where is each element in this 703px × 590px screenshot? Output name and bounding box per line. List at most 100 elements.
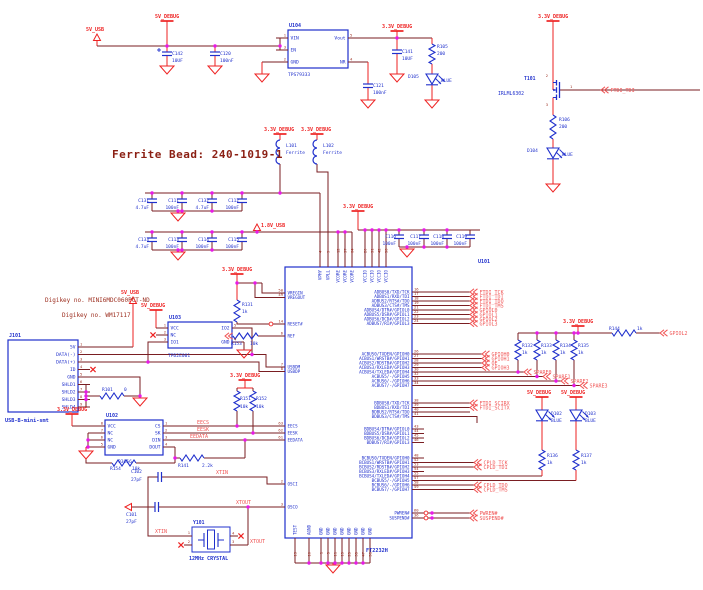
net-label: CPLD_TDI: [484, 465, 508, 471]
pin-name: BDBUS6/DCD#/GPIOL2: [364, 436, 410, 441]
pin-name: VCC: [108, 424, 117, 430]
text-label: 1k: [522, 350, 528, 356]
resistor-R137: [571, 449, 581, 471]
led-D104: [546, 147, 566, 160]
wire: [424, 416, 478, 423]
capacitor-C132: [207, 198, 217, 204]
text-label: L101: [286, 143, 297, 149]
text-label: C132: [198, 198, 209, 204]
junction-dot: [445, 228, 449, 232]
pin-name: ACBUS1/WRSTB#/GPIOH1: [359, 356, 410, 361]
ground-symbol: [169, 212, 187, 222]
resistor-R106: [549, 114, 557, 140]
text-label: R131: [242, 302, 253, 308]
resistor-R144: [611, 329, 637, 337]
net-label: CPLD_TMS: [484, 487, 508, 493]
pin-name: BDBUS7/RI#/GPIOL3: [367, 440, 410, 445]
pin-name: BCBUS3/RXLED#/GPIOH3: [359, 469, 410, 474]
net-chevron: [469, 514, 478, 522]
text-label: BLUE: [585, 418, 596, 424]
text-label: C142: [172, 51, 183, 57]
pin-name: SHLD3: [62, 397, 76, 403]
wire: [85, 459, 112, 464]
text-label: R132: [522, 343, 533, 349]
pin-name: ACBUS2/RDSTB#/GPIOH2: [359, 361, 410, 366]
pin-name: ID: [70, 367, 76, 373]
text-label: 2.2k: [202, 463, 213, 469]
text-label: 5V_USB: [86, 27, 104, 33]
ic-body: [104, 419, 164, 456]
pin-name: BCBUS2/RDSTB#/GPIOH2: [359, 465, 410, 470]
junction-dot: [180, 248, 184, 252]
power-arrow: [128, 295, 138, 304]
net-chevron: [473, 463, 482, 471]
noconnect-x: [89, 366, 97, 373]
text-label: R136: [547, 453, 558, 459]
pin-number: 5: [350, 33, 352, 38]
net-chevron: [481, 363, 490, 372]
junction-dot: [150, 191, 154, 195]
pin-number: 61: [278, 435, 283, 440]
pin-number: 4: [165, 442, 168, 447]
text-label: C116: [385, 234, 396, 240]
ic-ref-label: J101: [9, 333, 21, 339]
junction-dot: [377, 228, 381, 232]
pin-name: SHLD2: [62, 390, 76, 396]
pin-name: VPHY: [318, 270, 323, 281]
text-label: 1k: [637, 326, 643, 332]
text-label: 2: [188, 539, 190, 544]
pin-number: 35: [354, 552, 359, 557]
ic-body: [167, 321, 233, 349]
pin-name: BCBUS7/-/GPIOH7: [372, 487, 410, 492]
resistor-R152: [248, 390, 258, 412]
ground-symbol: [388, 73, 406, 83]
pin-number: 3: [281, 502, 283, 507]
pin-number: 23: [414, 314, 419, 319]
net-chevron: [560, 377, 569, 385]
junction-dot: [554, 331, 558, 335]
junction-dot: [165, 44, 169, 48]
junction-dot: [361, 561, 365, 565]
pin-name: GND: [221, 340, 230, 346]
text-label: 4.7uF: [135, 205, 149, 211]
pin-number: 15: [340, 552, 345, 557]
pin-number: 1: [165, 421, 168, 426]
pin-name: DATA(+): [56, 360, 75, 366]
net-chevron: [469, 509, 478, 517]
pin-name: ACBUS4/TXLED#/GPIOH4: [359, 370, 410, 375]
text-label: XTIN: [216, 470, 228, 476]
ground-symbol: [77, 450, 95, 460]
pin-name: VCORE: [343, 270, 348, 283]
text-label: C112: [228, 198, 239, 204]
pin-number: 32: [414, 371, 419, 376]
net-label: FTDI_SCITX: [480, 405, 510, 411]
wire: [244, 327, 253, 355]
ground-symbol: [235, 349, 253, 359]
text-label: 3.3V_DEBUG: [230, 373, 260, 379]
text-label: C131: [138, 198, 149, 204]
pin-number: 4: [350, 57, 353, 62]
junction-dot: [333, 561, 337, 565]
pin-name: BCBUS5/-/GPIOH5: [372, 478, 410, 483]
ic-body: [7, 339, 79, 413]
net-label: SPARE0: [534, 370, 552, 376]
ground-symbol: [398, 248, 416, 258]
wire: [147, 341, 156, 362]
text-label: 100nF: [373, 90, 387, 96]
pin-number: 20: [363, 248, 368, 253]
ic-U102: [93, 419, 175, 456]
pin-name: GND: [340, 527, 345, 535]
text-label: 3.3V_DEBUG: [538, 14, 568, 20]
text-label: R101: [102, 387, 113, 393]
led-triangle: [569, 409, 583, 422]
ic-part-label: TPD2E001: [168, 353, 190, 359]
pin-number: 11: [333, 551, 338, 556]
net-label: PWREN#: [480, 511, 498, 517]
text-label: C114: [198, 237, 209, 243]
text-label: Y101: [193, 520, 205, 526]
text-label: D103: [585, 411, 596, 417]
pin-name: BDBUS3/CTS#/TMS: [372, 414, 410, 419]
text-label: 100nF: [430, 241, 444, 247]
net-chevron: [523, 368, 532, 376]
capacitor-C116: [394, 234, 404, 240]
